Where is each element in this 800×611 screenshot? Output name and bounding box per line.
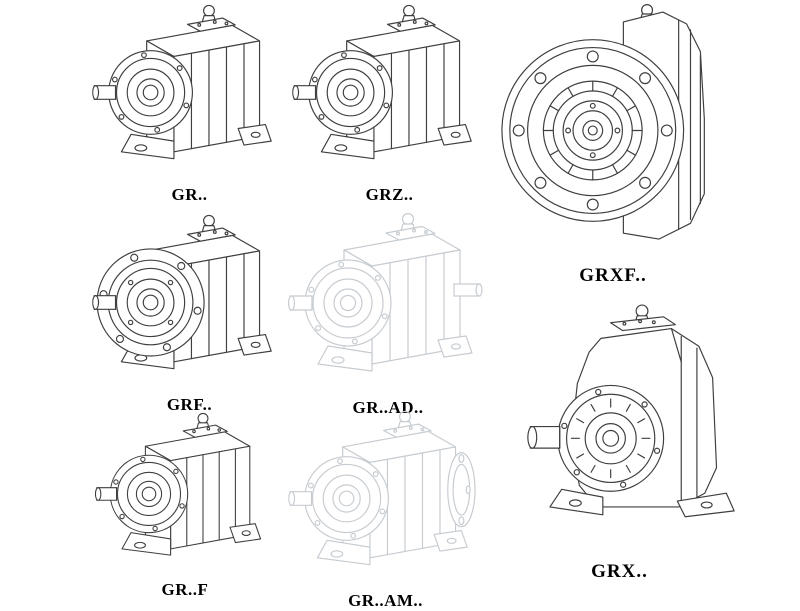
gearbox-foot-drawing xyxy=(92,2,287,182)
figure-label-gr: GR.. xyxy=(171,185,208,204)
gearbox-adapter-drawing xyxy=(288,210,483,395)
gearbox-flange-front-drawing xyxy=(497,0,729,262)
figure-label-gr-am: GR..AM.. xyxy=(348,591,423,610)
figure-grf: GRF.. xyxy=(92,212,287,415)
figure-gr-f: GR..F xyxy=(95,410,275,600)
figure-label-grx: GRX.. xyxy=(591,561,648,582)
figure-gr-am: GR..AM.. xyxy=(288,408,483,611)
figure-label-grf: GRF.. xyxy=(166,395,213,414)
gearbox-foot-drawing xyxy=(95,410,275,577)
gearbox-motor-adapter-drawing xyxy=(288,408,476,588)
figure-label-gr-ad: GR..AD.. xyxy=(352,398,424,417)
figure-gr: GR.. xyxy=(92,2,287,205)
figure-label-grxf: GRXF.. xyxy=(579,265,647,286)
figure-grxf: GRXF.. xyxy=(497,0,729,287)
gearbox-foot-drawing xyxy=(292,2,487,182)
figure-gr-ad: GR..AD.. xyxy=(288,210,488,418)
figure-grx: GRX.. xyxy=(497,303,742,583)
gearbox-large-drawing xyxy=(497,303,742,558)
figure-grz: GRZ.. xyxy=(292,2,487,205)
gearbox-flange-drawing xyxy=(92,212,287,392)
figure-label-grz: GRZ.. xyxy=(365,185,414,204)
figure-label-gr-f: GR..F xyxy=(161,580,209,599)
